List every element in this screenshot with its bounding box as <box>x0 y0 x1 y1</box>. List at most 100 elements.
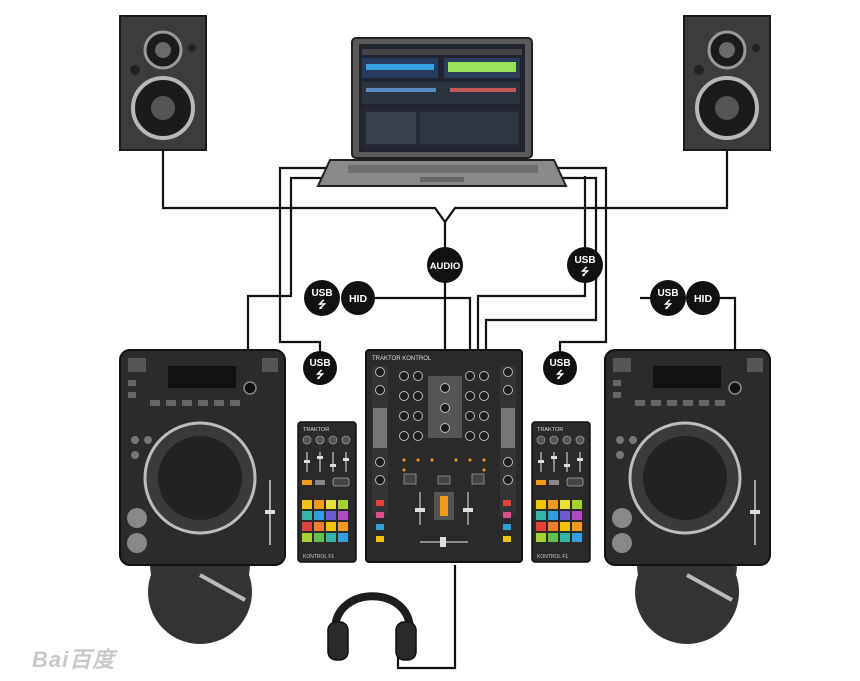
cdj-left <box>119 349 286 644</box>
usb-icon: ⭍ <box>664 299 673 311</box>
mixer-knob <box>399 391 409 401</box>
pad <box>326 511 336 520</box>
svg-text:USB: USB <box>549 358 570 369</box>
pad <box>302 500 312 509</box>
mixer-knob <box>375 385 385 395</box>
mixer-knob <box>413 431 423 441</box>
mixer-knob <box>413 411 423 421</box>
pad <box>302 511 312 520</box>
mixer-knob <box>399 431 409 441</box>
usb-badge-controller-right: USB ⭍ <box>543 351 577 385</box>
mixer-knob <box>440 403 450 413</box>
cable-usb-right <box>476 176 587 350</box>
mixer-knob <box>465 391 475 401</box>
svg-text:USB: USB <box>309 358 330 369</box>
mixer-knob <box>503 367 513 377</box>
mixer-knob <box>465 411 475 421</box>
mixer-knob <box>413 371 423 381</box>
cables <box>161 150 737 670</box>
pad <box>314 500 324 509</box>
usb-badge-right: USB ⭍ <box>650 280 686 316</box>
audio-badge-label: AUDIO <box>430 261 461 272</box>
pad <box>560 511 570 520</box>
mixer-knob <box>399 411 409 421</box>
speaker-left <box>119 15 207 151</box>
pad <box>326 500 336 509</box>
cdj-right <box>604 349 771 644</box>
pad <box>338 500 348 509</box>
svg-text:USB: USB <box>657 288 678 299</box>
pad <box>572 511 582 520</box>
mixer-knob <box>503 457 513 467</box>
f1-controller-left: TRAKTOR KONTROL F1 <box>297 421 357 563</box>
mixer-knob <box>503 385 513 395</box>
f1-brand-right: TRAKTOR <box>537 427 563 433</box>
mixer-knob <box>479 431 489 441</box>
mixer-knob <box>375 457 385 467</box>
watermark: Bai百度 <box>32 647 116 672</box>
svg-text:HID: HID <box>349 293 368 305</box>
pad <box>302 522 312 531</box>
svg-text:USB: USB <box>311 288 332 299</box>
pad <box>536 522 546 531</box>
pad <box>314 533 324 542</box>
pad <box>560 500 570 509</box>
pad <box>326 522 336 531</box>
audio-badge: AUDIO <box>427 247 463 283</box>
mixer-display-left <box>373 408 387 448</box>
mixer-knob <box>465 431 475 441</box>
svg-text:HID: HID <box>694 293 713 305</box>
mixer-display-right <box>501 408 515 448</box>
usb-badge-controller-left: USB ⭍ <box>303 351 337 385</box>
pad <box>548 533 558 542</box>
pad <box>338 511 348 520</box>
mixer-knob <box>479 391 489 401</box>
pad <box>560 522 570 531</box>
pad <box>536 500 546 509</box>
cable-laptop-left <box>278 166 352 355</box>
headphones <box>327 592 417 661</box>
pad <box>572 522 582 531</box>
cdj-display <box>168 366 236 388</box>
hid-badge-right: HID <box>686 281 720 315</box>
pad <box>560 533 570 542</box>
pad <box>536 533 546 542</box>
pad <box>338 533 348 542</box>
mixer-knob <box>375 367 385 377</box>
usb-icon: ⭍ <box>556 369 565 381</box>
cable-laptop-right <box>530 166 608 355</box>
mixer: TRAKTOR KONTROL <box>365 349 523 563</box>
mixer-knob <box>479 371 489 381</box>
hid-badge-left: HID <box>341 281 375 315</box>
usb-icon: ⭍ <box>318 299 327 311</box>
mixer-knob <box>375 475 385 485</box>
pad <box>326 533 336 542</box>
pad <box>572 533 582 542</box>
pad <box>548 522 558 531</box>
mixer-knob <box>440 383 450 393</box>
mixer-brand: TRAKTOR KONTROL <box>372 356 432 362</box>
usb-icon: ⭍ <box>581 266 590 278</box>
mixer-knob <box>479 411 489 421</box>
f1-brand-left: TRAKTOR <box>303 427 329 433</box>
svg-text:USB: USB <box>574 255 595 266</box>
pad <box>314 511 324 520</box>
pad <box>548 511 558 520</box>
laptop <box>316 37 568 187</box>
usb-badge-left: USB ⭍ <box>304 280 340 316</box>
pad <box>302 533 312 542</box>
f1-model-right: KONTROL F1 <box>537 554 568 560</box>
pad <box>338 522 348 531</box>
f1-model-left: KONTROL F1 <box>303 554 334 560</box>
mixer-knob <box>465 371 475 381</box>
usb-icon: ⭍ <box>316 369 325 381</box>
usb-badge-top-right: USB ⭍ <box>567 247 603 283</box>
mixer-knob <box>399 371 409 381</box>
pad <box>572 500 582 509</box>
cable-laptop-left-inner <box>246 176 337 352</box>
mixer-knob <box>440 423 450 433</box>
pad <box>536 511 546 520</box>
pad <box>548 500 558 509</box>
f1-controller-right: TRAKTOR KONTROL F1 <box>531 421 591 563</box>
